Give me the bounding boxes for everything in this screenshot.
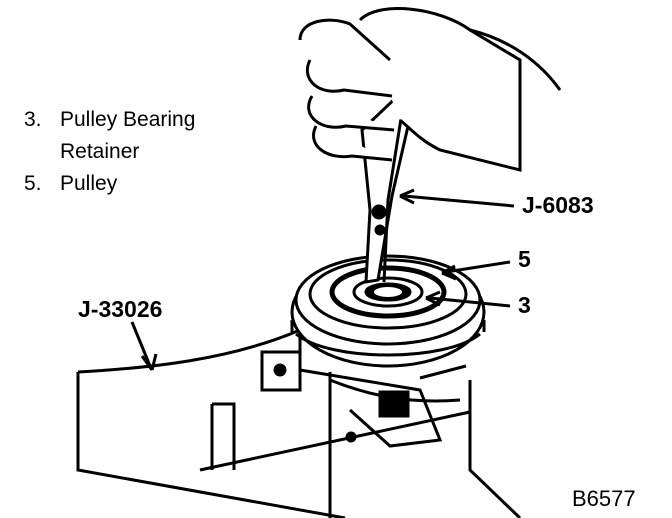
pulley	[290, 254, 486, 368]
leader-lines	[130, 188, 515, 371]
figure-id: B6577	[572, 486, 636, 511]
legend-number	[24, 136, 60, 168]
legend-number: 3.	[24, 108, 42, 131]
holding-fixture	[76, 328, 522, 518]
legend-item-pulley: 5. Pulley	[24, 168, 195, 200]
legend-item-pulley-bearing-retainer: 3. Pulley Bearing	[24, 104, 195, 136]
callout-pliers-tool: J-6083	[522, 192, 594, 218]
callout-holding-fixture: J-33026	[78, 296, 163, 322]
legend-item-retainer-continued: Retainer	[24, 136, 195, 168]
mounting-bracket	[260, 350, 467, 448]
legend-label: Pulley	[60, 172, 118, 195]
callout-retainer: 3	[518, 292, 531, 318]
callout-pulley: 5	[518, 246, 531, 272]
hand	[298, 7, 562, 172]
legend-label: Pulley Bearing	[60, 108, 196, 131]
snap-ring-pliers	[360, 87, 416, 284]
pulley-bearing-retainer	[364, 282, 412, 302]
parts-legend: 3. Pulley Bearing Retainer 5. Pulley	[24, 104, 195, 200]
legend-number: 5.	[24, 172, 42, 195]
legend-label: Retainer	[60, 140, 140, 163]
